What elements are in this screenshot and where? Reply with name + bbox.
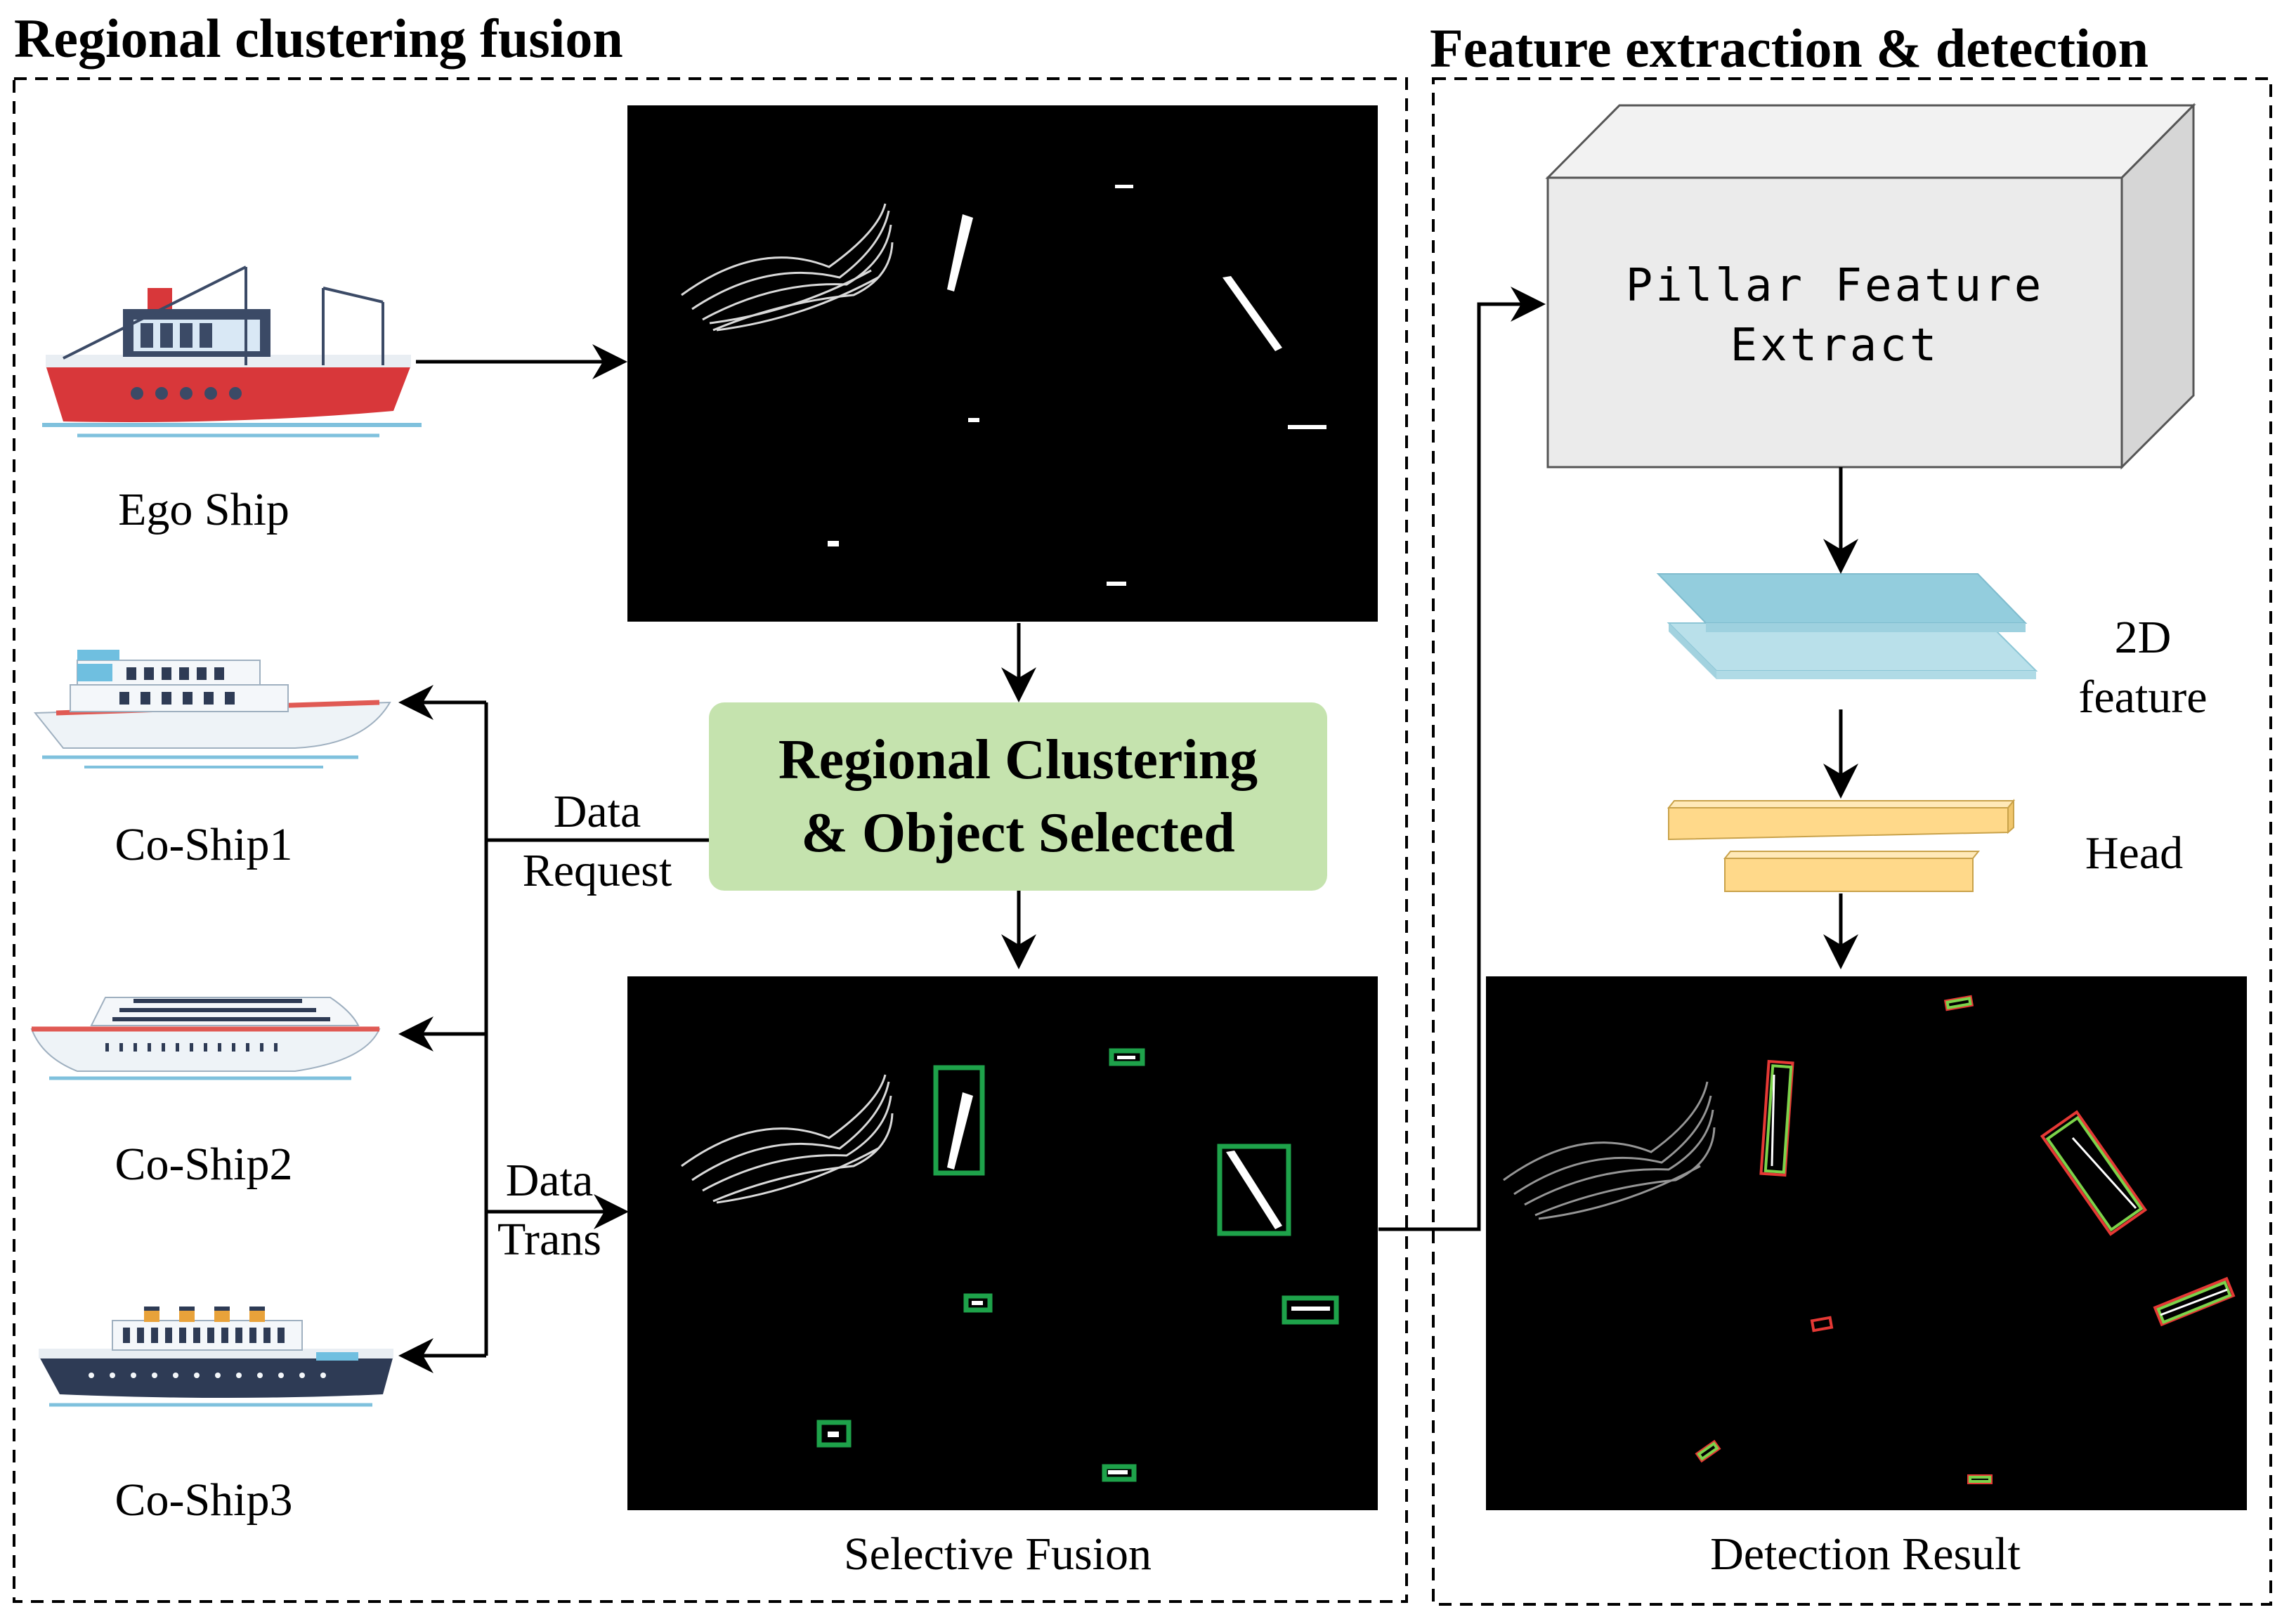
left-panel-border: [13, 77, 1408, 1603]
detection-pointcloud: [1486, 976, 2247, 1510]
selection-box: [963, 1293, 993, 1313]
ego-ship-icon: [42, 266, 422, 438]
right-panel-border: [1432, 77, 2272, 1606]
ego-ship-label: Ego Ship: [118, 484, 289, 535]
right-panel-title: Feature extraction & detection: [1430, 18, 2149, 79]
fusion-pointcloud: [627, 976, 1378, 1510]
clustering-box: Regional Clustering & Object Selected: [709, 702, 1327, 891]
data-trans-line2: Trans: [497, 1214, 601, 1265]
pillar-box-line1: Pillar Feature: [1625, 260, 2045, 312]
selection-box: [933, 1065, 985, 1176]
feature-2d-line2: feature: [2078, 672, 2208, 723]
clustering-box-line1: Regional Clustering: [778, 729, 1258, 791]
data-request-line2: Request: [522, 845, 672, 896]
feature-planes: [1656, 573, 2038, 679]
selection-box: [816, 1420, 852, 1448]
data-request-line1: Data: [553, 786, 641, 837]
head-blocks: [1667, 799, 2016, 892]
selection-box: [1217, 1144, 1291, 1236]
selection-box: [1102, 1464, 1137, 1482]
co-ship3-label: Co-Ship3: [115, 1474, 293, 1526]
head-label: Head: [2085, 827, 2184, 879]
co-ship1-label: Co-Ship1: [115, 819, 293, 870]
co-ship1-icon: [33, 650, 391, 768]
left-panel-title: Regional clustering fusion: [14, 8, 623, 69]
selection-box: [1109, 1048, 1145, 1066]
co-ship3-icon: [39, 1307, 393, 1407]
data-trans-line1: Data: [505, 1155, 594, 1206]
pillar-box-line2: Extract: [1730, 320, 1940, 372]
ego-pointcloud: [627, 105, 1378, 622]
feature-2d-line1: 2D: [2114, 612, 2172, 663]
co-ship2-label: Co-Ship2: [115, 1139, 293, 1190]
arrow-fusion-to-pillar: [1378, 287, 1546, 1231]
selection-box: [1282, 1295, 1339, 1325]
clustering-box-line2: & Object Selected: [801, 802, 1235, 864]
selective-fusion-caption: Selective Fusion: [843, 1528, 1152, 1580]
co-ship2-icon: [30, 997, 381, 1080]
detection-result-caption: Detection Result: [1710, 1528, 2021, 1580]
pillar-box-3d: [1545, 103, 2196, 470]
